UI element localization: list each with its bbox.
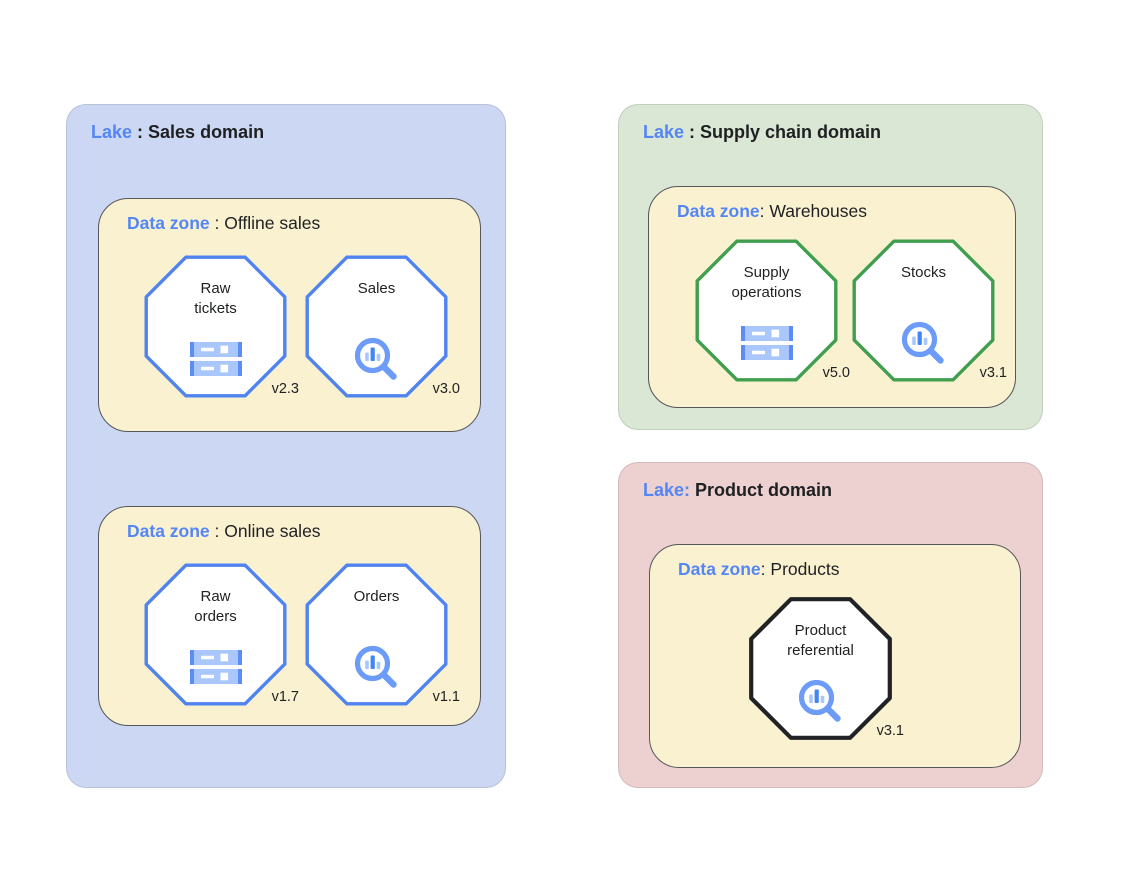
zone-keyword: Data zone (127, 521, 210, 541)
lake-keyword: Lake: (643, 480, 691, 500)
lake-supply-chain-domain: Lake : Supply chain domain Data zone: Wa… (618, 104, 1043, 430)
asset-orders: Orders v1.1 (305, 563, 460, 706)
zone-keyword: Data zone (127, 213, 210, 233)
version-label: v3.1 (876, 723, 904, 739)
zone-keyword: Data zone (677, 201, 760, 221)
data-zone-online-sales: Data zone : Online sales Raw orders v1.7 (98, 506, 481, 726)
data-zone-products: Data zone: Products Product referential (649, 544, 1021, 768)
asset-sales: Sales v3.0 (305, 255, 460, 398)
search-insights-icon (353, 336, 401, 384)
zone-title: Data zone : Offline sales (127, 213, 320, 234)
lake-product-domain: Lake: Product domain Data zone: Products… (618, 462, 1043, 788)
lake-keyword: Lake (643, 122, 685, 142)
lake-keyword: Lake (91, 122, 133, 142)
asset-raw-tickets: Raw tickets v2.3 (144, 255, 299, 398)
search-insights-icon (797, 678, 845, 726)
version-label: v3.0 (432, 381, 460, 397)
asset-label: Sales (357, 280, 396, 297)
octagon-shape (305, 563, 448, 706)
lake-name: Product domain (695, 480, 833, 500)
asset-label: Raw orders (194, 588, 237, 625)
octagon-shape (852, 239, 995, 382)
title-separator: : (684, 122, 701, 142)
lake-title: Lake : Sales domain (91, 122, 264, 143)
octagon-shape (749, 597, 892, 740)
title-separator: : (209, 213, 225, 233)
version-label: v3.1 (979, 365, 1007, 381)
storage-servers-icon (740, 326, 793, 360)
asset-supply-operations: Supply operations v5.0 (695, 239, 850, 382)
octagon-shape (305, 255, 448, 398)
lake-name: Sales domain (148, 122, 265, 142)
asset-label: Supply operations (731, 264, 802, 301)
zone-name: Offline sales (224, 213, 321, 233)
storage-servers-icon (189, 342, 242, 376)
storage-servers-icon (189, 650, 242, 684)
zone-name: Warehouses (769, 201, 867, 221)
search-insights-icon (900, 320, 948, 368)
version-label: v2.3 (271, 381, 299, 397)
version-label: v1.7 (271, 689, 299, 705)
title-separator: : (132, 122, 149, 142)
lake-title: Lake: Product domain (643, 480, 832, 501)
octagon-shape (695, 239, 838, 382)
asset-label: Raw tickets (194, 280, 237, 317)
asset-label: Product referential (787, 622, 854, 659)
version-label: v1.1 (432, 689, 460, 705)
zone-name: Products (770, 559, 840, 579)
lake-name: Supply chain domain (700, 122, 882, 142)
search-insights-icon (353, 644, 401, 692)
lake-sales-domain: Lake : Sales domain Data zone : Offline … (66, 104, 506, 788)
lake-title: Lake : Supply chain domain (643, 122, 881, 143)
version-label: v5.0 (822, 365, 850, 381)
title-separator: : (760, 559, 771, 579)
title-separator: : (209, 521, 225, 541)
data-zone-offline-sales: Data zone : Offline sales Raw tickets v2… (98, 198, 481, 432)
zone-keyword: Data zone (678, 559, 761, 579)
title-separator: : (759, 201, 770, 221)
octagon-shape (144, 255, 287, 398)
zone-name: Online sales (224, 521, 321, 541)
asset-label: Stocks (900, 264, 946, 281)
asset-label: Orders (353, 588, 400, 605)
zone-title: Data zone: Warehouses (677, 201, 867, 222)
asset-raw-orders: Raw orders v1.7 (144, 563, 299, 706)
asset-product-referential: Product referential v3.1 (749, 597, 904, 740)
zone-title: Data zone: Products (678, 559, 839, 580)
octagon-shape (144, 563, 287, 706)
asset-stocks: Stocks v3.1 (852, 239, 1007, 382)
data-zone-warehouses: Data zone: Warehouses Supply operations … (648, 186, 1016, 408)
zone-title: Data zone : Online sales (127, 521, 321, 542)
